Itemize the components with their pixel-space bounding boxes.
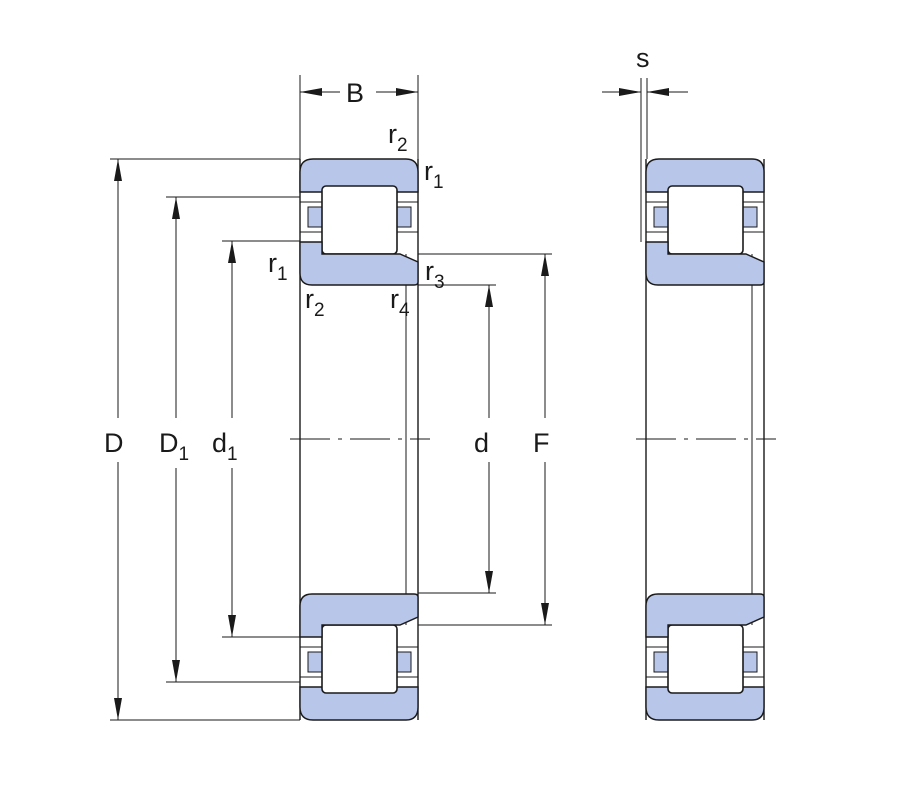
dimension-D1: D1 xyxy=(159,197,189,682)
label-D: D xyxy=(104,428,124,458)
top-cross-section xyxy=(299,158,419,286)
extension-lines xyxy=(110,75,552,721)
right-bottom-cross-section xyxy=(645,593,765,721)
label-D1: D1 xyxy=(159,428,189,465)
dimension-s: s xyxy=(602,43,688,242)
label-r4: r4 xyxy=(390,284,410,321)
label-r3: r3 xyxy=(425,256,445,293)
label-d: d xyxy=(474,428,489,458)
left-section-view xyxy=(290,158,430,721)
label-r2-bottom: r2 xyxy=(305,284,325,321)
dimension-F: F xyxy=(533,254,550,625)
label-B: B xyxy=(346,78,364,108)
label-r1-left: r1 xyxy=(268,248,288,285)
right-top-cross-section xyxy=(645,158,765,286)
dimension-d: d xyxy=(474,285,493,593)
dimension-D: D xyxy=(104,159,124,720)
dimension-d1: d1 xyxy=(212,241,238,637)
label-r2-top: r2 xyxy=(388,119,408,156)
bottom-cross-section xyxy=(299,593,419,721)
label-F: F xyxy=(533,428,550,458)
label-d1: d1 xyxy=(212,428,238,465)
label-s: s xyxy=(636,43,650,73)
right-section-view xyxy=(636,158,776,721)
label-r1-top: r1 xyxy=(424,156,444,193)
dimension-B: B xyxy=(300,78,418,108)
